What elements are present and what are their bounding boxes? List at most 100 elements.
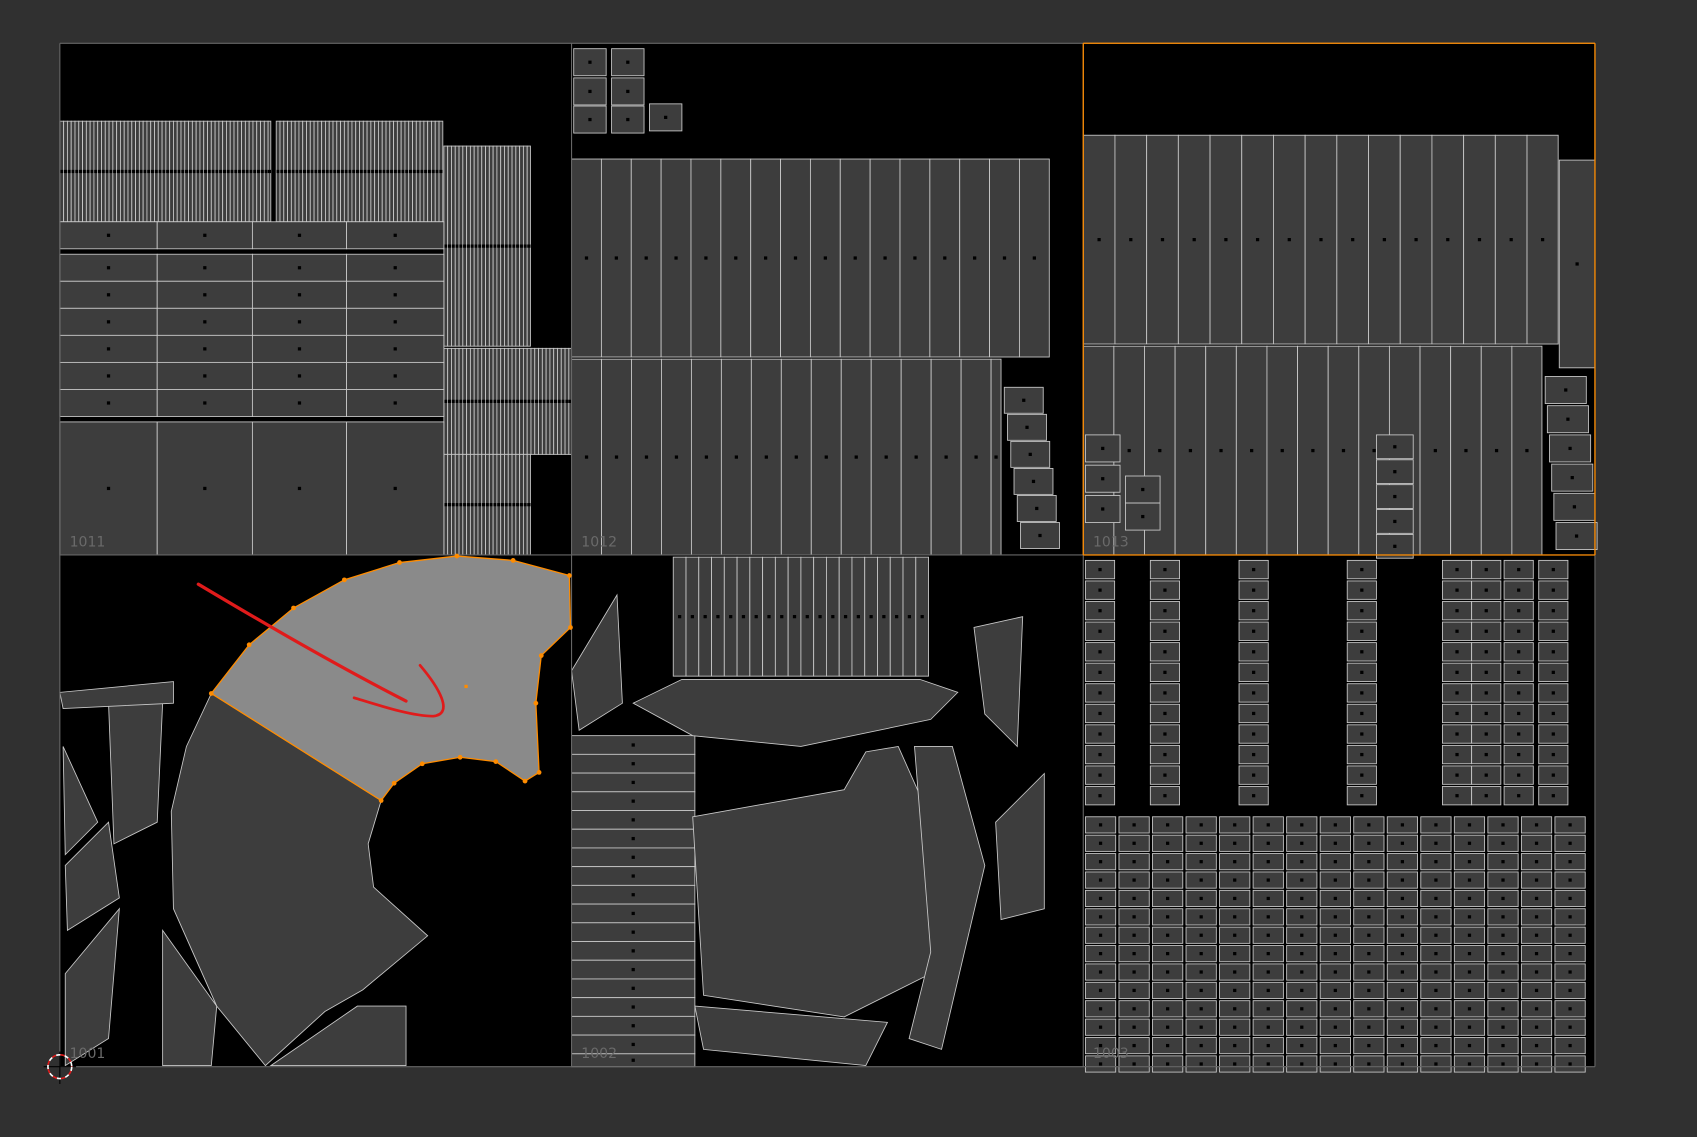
island-center-dot <box>1252 670 1256 674</box>
island-center-dot <box>1300 952 1304 956</box>
selected-vertex[interactable] <box>533 700 539 706</box>
island-center-dot <box>1233 860 1237 864</box>
uv-island[interactable] <box>64 821 120 932</box>
island-center-dot <box>1132 952 1136 956</box>
island-center-dot <box>1534 915 1539 919</box>
island-center-dot <box>267 169 272 174</box>
island-center-dot <box>1252 732 1256 736</box>
island-center-dot <box>203 320 207 324</box>
island-center-dot <box>1233 988 1237 993</box>
island-center-dot <box>1360 629 1364 633</box>
selected-vertex[interactable] <box>208 691 214 696</box>
island-center-dot <box>447 503 452 507</box>
island-center-dot <box>1098 650 1102 654</box>
island-center-dot <box>1160 238 1165 242</box>
island-center-dot <box>1551 773 1555 777</box>
selected-vertex[interactable] <box>378 798 384 803</box>
selected-vertex[interactable] <box>568 625 573 630</box>
uv-island[interactable] <box>973 616 1024 748</box>
island-center-dot <box>1252 629 1256 633</box>
uv-islands[interactable] <box>59 48 1598 1073</box>
island-center-dot <box>1551 650 1555 654</box>
island-center-dot <box>1484 629 1488 633</box>
island-center-dot <box>463 399 467 403</box>
island-center-dot <box>192 169 196 174</box>
island-center-dot <box>1551 670 1555 674</box>
island-center-dot <box>97 169 102 174</box>
island-center-dot <box>644 455 649 459</box>
island-center-dot <box>493 244 497 248</box>
island-center-dot <box>1163 567 1167 572</box>
island-center-dot <box>1446 238 1450 242</box>
island-center-dot <box>853 256 857 260</box>
uv-island[interactable] <box>162 929 218 1067</box>
island-center-dot <box>106 320 111 324</box>
island-center-dot <box>973 256 977 260</box>
selected-vertex[interactable] <box>454 553 460 559</box>
island-center-dot <box>1300 841 1304 845</box>
selected-vertex[interactable] <box>538 653 544 658</box>
island-center-dot <box>181 169 185 174</box>
island-center-dot <box>1484 691 1488 695</box>
selected-vertex[interactable] <box>419 761 425 767</box>
selected-vertex[interactable] <box>522 778 528 784</box>
island-center-dot <box>1455 609 1459 613</box>
uv-island[interactable] <box>108 702 164 845</box>
island-center-dot <box>1300 896 1304 901</box>
selected-vertex[interactable] <box>536 770 542 775</box>
island-center-dot <box>1467 933 1472 937</box>
selected-vertex[interactable] <box>397 560 402 565</box>
island-center-dot <box>1192 238 1196 242</box>
island-center-dot <box>1434 1043 1438 1048</box>
selected-vertex[interactable] <box>391 780 397 786</box>
island-center-dot <box>1568 952 1572 956</box>
island-center-dot <box>1199 1043 1203 1048</box>
uv-island[interactable] <box>170 692 429 1067</box>
island-center-dot <box>631 1042 635 1047</box>
island-center-dot <box>1484 794 1488 798</box>
island-center-dot <box>139 169 143 174</box>
island-center-dot <box>527 399 531 403</box>
island-center-dot <box>420 169 424 174</box>
selected-vertex[interactable] <box>291 605 296 611</box>
island-center-dot <box>393 293 397 297</box>
uv-island[interactable] <box>62 746 99 856</box>
selected-vertex[interactable] <box>246 642 252 648</box>
island-center-dot <box>854 455 858 459</box>
island-center-dot <box>234 169 238 174</box>
island-center-dot <box>1132 860 1136 864</box>
uv-island[interactable] <box>632 678 959 747</box>
selected-vertex[interactable] <box>510 558 516 563</box>
uv-island[interactable] <box>59 681 174 710</box>
island-center-dot <box>519 503 524 507</box>
uv-island[interactable] <box>908 746 986 1050</box>
uv-island[interactable] <box>269 1005 407 1067</box>
island-center-dot <box>382 169 386 174</box>
2d-cursor-icon[interactable] <box>43 1051 77 1084</box>
island-center-dot <box>1266 1025 1270 1029</box>
uv-island[interactable] <box>995 772 1045 921</box>
island-center-dot <box>359 169 364 174</box>
island-center-dot <box>1266 1043 1270 1048</box>
island-center-dot <box>1252 650 1256 654</box>
island-center-dot <box>444 503 448 507</box>
island-center-dot <box>1132 1025 1136 1029</box>
selected-vertex[interactable] <box>341 577 347 583</box>
island-center-dot <box>831 615 835 619</box>
island-center-dot <box>329 169 333 174</box>
island-center-dot <box>767 615 771 619</box>
selected-vertex[interactable] <box>493 759 499 764</box>
island-center-dot <box>1333 878 1337 882</box>
island-center-dot <box>1163 732 1167 736</box>
island-center-dot <box>508 503 512 507</box>
uv-island[interactable] <box>694 1005 889 1067</box>
island-center-dot <box>393 347 397 351</box>
island-center-dot <box>1501 970 1505 974</box>
uv-island[interactable] <box>64 907 120 1067</box>
selected-vertex[interactable] <box>457 754 463 760</box>
island-center-dot <box>1163 752 1167 757</box>
island-center-dot <box>1568 1007 1572 1011</box>
selected-vertex[interactable] <box>567 573 572 578</box>
uv-island[interactable] <box>571 593 623 731</box>
